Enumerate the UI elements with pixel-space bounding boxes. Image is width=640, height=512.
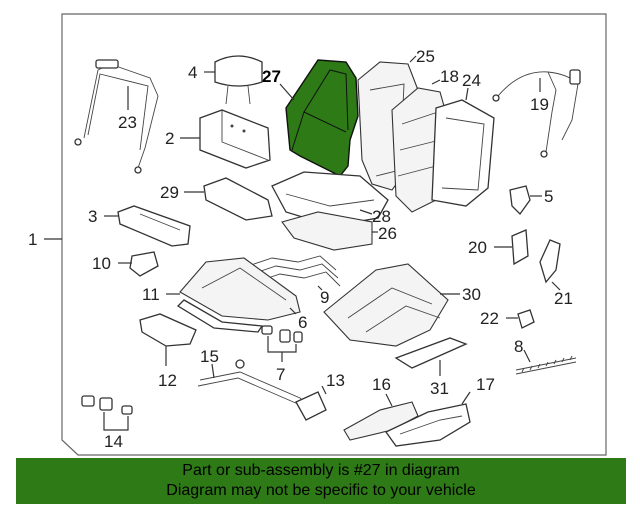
part-28-seat-cushion	[271, 171, 389, 227]
callout-16: 16	[372, 375, 391, 394]
callout-3: 3	[88, 207, 97, 226]
callout-25: 25	[416, 47, 435, 66]
part-12-trim	[139, 313, 197, 366]
part-23-frame	[74, 59, 159, 174]
part-29-cushion-pad	[184, 177, 273, 221]
callout-12: 12	[158, 371, 177, 390]
callout-14: 14	[104, 432, 123, 451]
part-27-seatback-pad	[279, 59, 359, 177]
callout-20: 20	[468, 238, 487, 257]
callout-5: 5	[544, 187, 553, 206]
callout-15: 15	[200, 347, 219, 366]
part-30-seat-track	[323, 263, 460, 347]
part-16-side-shield	[343, 393, 419, 441]
info-banner: Part or sub-assembly is #27 in diagram D…	[16, 458, 626, 504]
callout-10: 10	[92, 254, 111, 273]
callout-1: 1	[28, 230, 37, 249]
part-21-knob	[539, 239, 561, 291]
callout-30: 30	[462, 285, 481, 304]
callout-11: 11	[142, 285, 160, 304]
callout-6: 6	[298, 313, 307, 332]
part-22-cap	[506, 309, 535, 329]
part-11-cushion-frame	[166, 257, 301, 333]
part-10-clip	[118, 251, 159, 277]
callout-13: 13	[326, 371, 345, 390]
part-7-clips	[261, 325, 303, 362]
callout-28: 28	[372, 207, 391, 226]
callout-18: 18	[440, 67, 459, 86]
part-19-cable	[492, 69, 581, 158]
callout-19: 19	[530, 95, 549, 114]
callout-31: 31	[430, 379, 449, 398]
part-8-spring	[515, 349, 577, 375]
part-14-fasteners	[81, 395, 133, 431]
callout-26: 26	[378, 224, 397, 243]
parts-diagram: 1 23 4 2 27 25	[28, 13, 607, 456]
part-4-headrest	[204, 55, 263, 105]
callout-8: 8	[514, 337, 523, 356]
callout-4: 4	[188, 63, 197, 82]
part-5-connector	[509, 185, 542, 216]
part-9-springs	[247, 255, 341, 291]
part-20-switch	[494, 229, 529, 266]
callout-22: 22	[480, 309, 499, 328]
callout-29: 29	[160, 183, 179, 202]
part-26-seat-pan	[281, 211, 378, 251]
banner-line-1: Part or sub-assembly is #27 in diagram	[182, 462, 460, 479]
callout-2: 2	[165, 129, 174, 148]
part-17-side-cover	[385, 391, 471, 447]
banner-line-2: Diagram may not be specific to your vehi…	[166, 482, 476, 499]
callout-27: 27	[262, 67, 281, 86]
part-2-cushion	[180, 109, 271, 169]
part-27-highlight	[285, 59, 359, 177]
callout-24: 24	[462, 71, 481, 90]
callout-9: 9	[320, 288, 329, 307]
part-3-bracket	[104, 205, 191, 247]
callout-7: 7	[276, 365, 285, 384]
callout-23: 23	[118, 113, 137, 132]
callout-17: 17	[476, 375, 495, 394]
part-13-bracket	[295, 385, 327, 421]
part-31-rail-cover	[394, 337, 468, 376]
part-24-back-panel	[431, 87, 495, 207]
callout-21: 21	[554, 289, 573, 308]
